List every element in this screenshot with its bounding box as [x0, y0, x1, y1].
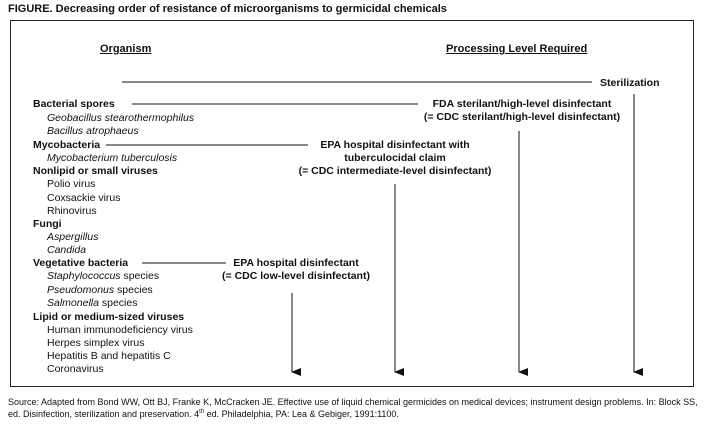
organism-item: Human immunodeficiency virus: [47, 324, 193, 336]
group-label-mycobacteria: Mycobacteria: [33, 139, 101, 151]
organism-item: Polio virus: [47, 178, 96, 190]
organism-item: Candida: [47, 244, 87, 256]
epa-tb-line-3: (= CDC intermediate-level disinfectant): [298, 165, 492, 177]
processing-header: Processing Level Required: [446, 43, 588, 55]
organism-item: Staphylococcus species: [47, 270, 159, 282]
organism-name: Salmonella: [47, 297, 99, 309]
organism-item: Rhinovirus: [47, 205, 97, 217]
organism-item: Mycobacterium tuberculosis: [47, 152, 178, 164]
epa-tb-line-1: EPA hospital disinfectant with: [320, 139, 470, 151]
group-label-nonlipid: Nonlipid or small viruses: [33, 165, 158, 177]
species-suffix: species: [114, 284, 153, 296]
organism-item: Geobacillus stearothermophilus: [47, 112, 195, 124]
organism-item: Coxsackie virus: [47, 192, 121, 204]
organism-item: Bacillus atrophaeus: [47, 125, 139, 137]
figure-title: FIGURE. Decreasing order of resistance o…: [8, 3, 447, 15]
organism-header: Organism: [100, 43, 152, 55]
organism-item: Pseudomonus species: [47, 284, 153, 296]
source-note: Source: Adapted from Bond WW, Ott BJ, Fr…: [8, 396, 700, 420]
source-text-2: ed. Philadelphia, PA: Lea & Gebiger, 199…: [204, 409, 399, 419]
epa-line-2: (= CDC low-level disinfectant): [222, 270, 370, 282]
organism-item: Herpes simplex virus: [47, 337, 145, 349]
epa-line-1: EPA hospital disinfectant: [233, 257, 359, 269]
sterilization-label: Sterilization: [600, 77, 660, 89]
group-label-fungi: Fungi: [33, 218, 62, 230]
organism-item: Coronavirus: [47, 363, 104, 375]
group-label-vegetative: Vegetative bacteria: [33, 257, 129, 269]
epa-tb-line-2: tuberculocidal claim: [344, 152, 446, 164]
epa-level-label: EPA hospital disinfectant (= CDC low-lev…: [210, 257, 382, 283]
species-suffix: species: [98, 297, 138, 309]
organism-item: Salmonella species: [47, 297, 137, 309]
figure-frame: [10, 20, 694, 387]
fda-line-1: FDA sterilant/high-level disinfectant: [432, 98, 612, 110]
fda-line-2: (= CDC sterilant/high-level disinfectant…: [423, 111, 621, 123]
source-superscript: th: [199, 409, 205, 415]
epa-tb-level-label: EPA hospital disinfectant with tuberculo…: [280, 139, 510, 178]
group-label-spores: Bacterial spores: [33, 98, 115, 110]
organism-item: Hepatitis B and hepatitis C: [47, 350, 171, 362]
organism-item: Aspergillus: [47, 231, 99, 243]
species-suffix: species: [120, 270, 160, 282]
fda-level-label: FDA sterilant/high-level disinfectant (=…: [410, 98, 634, 124]
organism-name: Pseudomonus: [47, 284, 115, 296]
source-text-1: Source: Adapted from Bond WW, Ott BJ, Fr…: [8, 397, 698, 419]
organism-name: Staphylococcus: [47, 270, 121, 282]
group-label-lipid: Lipid or medium-sized viruses: [33, 311, 185, 323]
